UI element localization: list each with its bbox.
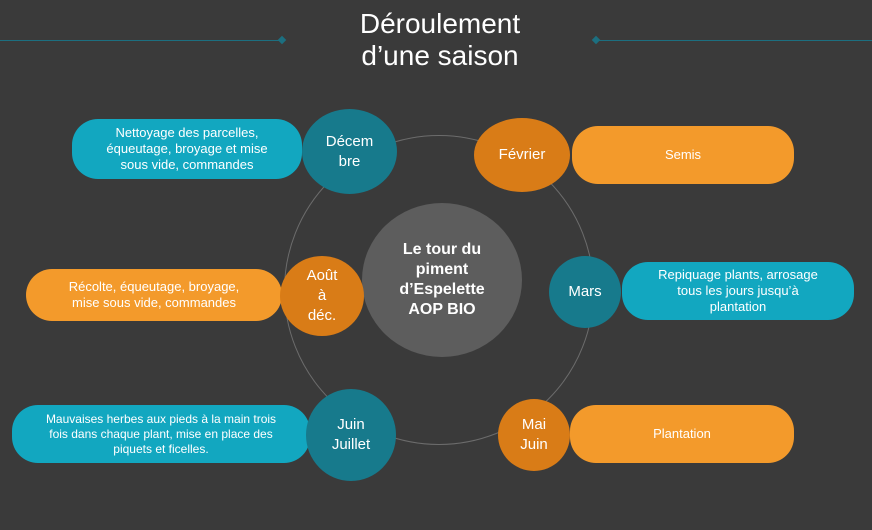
period-label-fevrier: Février xyxy=(498,146,546,163)
activity-pill-mars: Repiquage plants, arrosage tous les jour… xyxy=(622,262,854,320)
period-label-mars: Mars xyxy=(568,283,602,300)
activity-pill-decembre: Nettoyage des parcelles, équeutage, broy… xyxy=(72,119,302,179)
slide-title: Déroulement d’une saison xyxy=(300,8,580,72)
activity-text-juin-juillet: Mauvaises herbes aux pieds à la main tro… xyxy=(45,411,277,456)
period-label-juin-juillet: Juin Juillet xyxy=(331,416,371,453)
period-node-mars: Mars xyxy=(549,256,621,328)
period-node-fevrier: Février xyxy=(474,118,570,192)
activity-text-fevrier: Semis xyxy=(664,147,702,162)
period-node-juin-juillet: Juin Juillet xyxy=(306,389,396,481)
period-label-mai-juin: Mai Juin xyxy=(520,416,548,453)
period-label-decembre: Décem bre xyxy=(325,132,374,170)
period-node-aout-dec: Août à déc. xyxy=(280,256,364,336)
activity-pill-aout-dec: Récolte, équeutage, broyage, mise sous v… xyxy=(26,269,282,321)
title-rule-left-dot xyxy=(277,35,287,45)
activity-text-mai-juin: Plantation xyxy=(653,426,711,441)
title-rule-right-dot xyxy=(591,35,601,45)
period-node-mai-juin: Mai Juin xyxy=(498,399,570,471)
period-node-decembre: Décem bre xyxy=(302,109,397,194)
activity-pill-juin-juillet: Mauvaises herbes aux pieds à la main tro… xyxy=(12,405,310,463)
slide-title-line1: Déroulement xyxy=(359,8,521,39)
activity-pill-fevrier: Semis xyxy=(572,126,794,184)
title-rule-left xyxy=(0,40,282,41)
center-label: Le tour du piment d’Espelette AOP BIO xyxy=(399,241,485,318)
activity-text-aout-dec: Récolte, équeutage, broyage, mise sous v… xyxy=(68,279,240,310)
activity-text-decembre: Nettoyage des parcelles, équeutage, broy… xyxy=(106,125,268,172)
activity-text-mars: Repiquage plants, arrosage tous les jour… xyxy=(658,267,818,314)
period-label-aout-dec: Août à déc. xyxy=(306,267,338,324)
center-circle: Le tour du piment d’Espelette AOP BIO xyxy=(362,203,522,357)
activity-pill-mai-juin: Plantation xyxy=(570,405,794,463)
slide-title-line2: d’une saison xyxy=(361,40,519,71)
title-rule-right xyxy=(596,40,872,41)
